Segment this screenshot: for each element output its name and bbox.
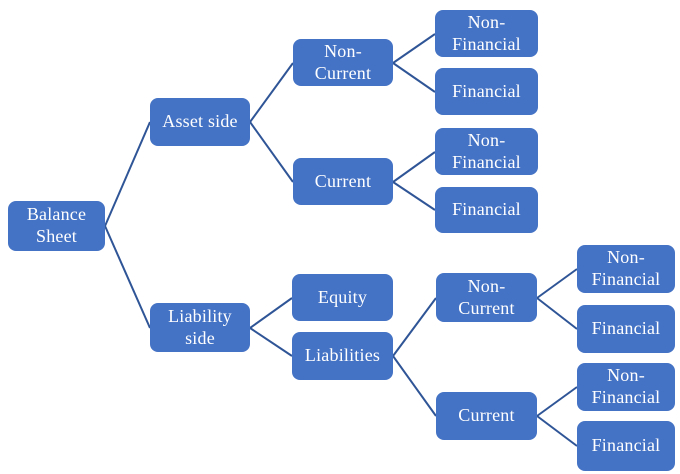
node-equity: Equity (292, 274, 393, 321)
node-asset-current-financial: Financial (435, 187, 538, 233)
node-liabilities: Liabilities (292, 332, 393, 380)
connector-liabilities-current (392, 355, 437, 417)
connector-liability-side-liabilities (249, 327, 293, 357)
node-liability-non-current-financial: Financial (577, 305, 675, 353)
connector-balance-sheet-liability-side (104, 225, 151, 329)
connector-balance-sheet-asset-side (104, 121, 151, 227)
connector-asset-non-current-non-financial (392, 33, 436, 64)
connector-asset-current-non-financial (392, 151, 436, 183)
node-balance-sheet: Balance Sheet (8, 201, 105, 251)
node-asset-non-current: Non- Current (293, 39, 393, 86)
connector-asset-side-current (249, 121, 294, 183)
node-liability-current-non-financial: Non- Financial (577, 363, 675, 411)
node-liability-side: Liability side (150, 303, 250, 352)
connector-liability-current-financial (536, 415, 578, 447)
node-liability-non-current: Non- Current (436, 273, 537, 322)
connector-asset-side-non-current (249, 62, 294, 123)
node-liability-non-current-non-financial: Non- Financial (577, 245, 675, 293)
connector-liability-side-equity (249, 297, 293, 329)
connector-asset-current-financial (392, 181, 436, 211)
node-asset-side: Asset side (150, 98, 250, 146)
connector-liability-non-current-non-financial (536, 268, 578, 299)
node-asset-current-non-financial: Non- Financial (435, 128, 538, 175)
node-asset-non-current-non-financial: Non- Financial (435, 10, 538, 57)
node-asset-current: Current (293, 158, 393, 205)
connector-liability-current-non-financial (536, 386, 578, 417)
connector-asset-non-current-financial (392, 62, 436, 93)
node-liability-current: Current (436, 392, 537, 440)
connector-liability-non-current-financial (536, 297, 578, 330)
node-asset-non-current-financial: Financial (435, 68, 538, 115)
node-liability-current-financial: Financial (577, 421, 675, 471)
connector-liabilities-non-current (392, 297, 437, 357)
